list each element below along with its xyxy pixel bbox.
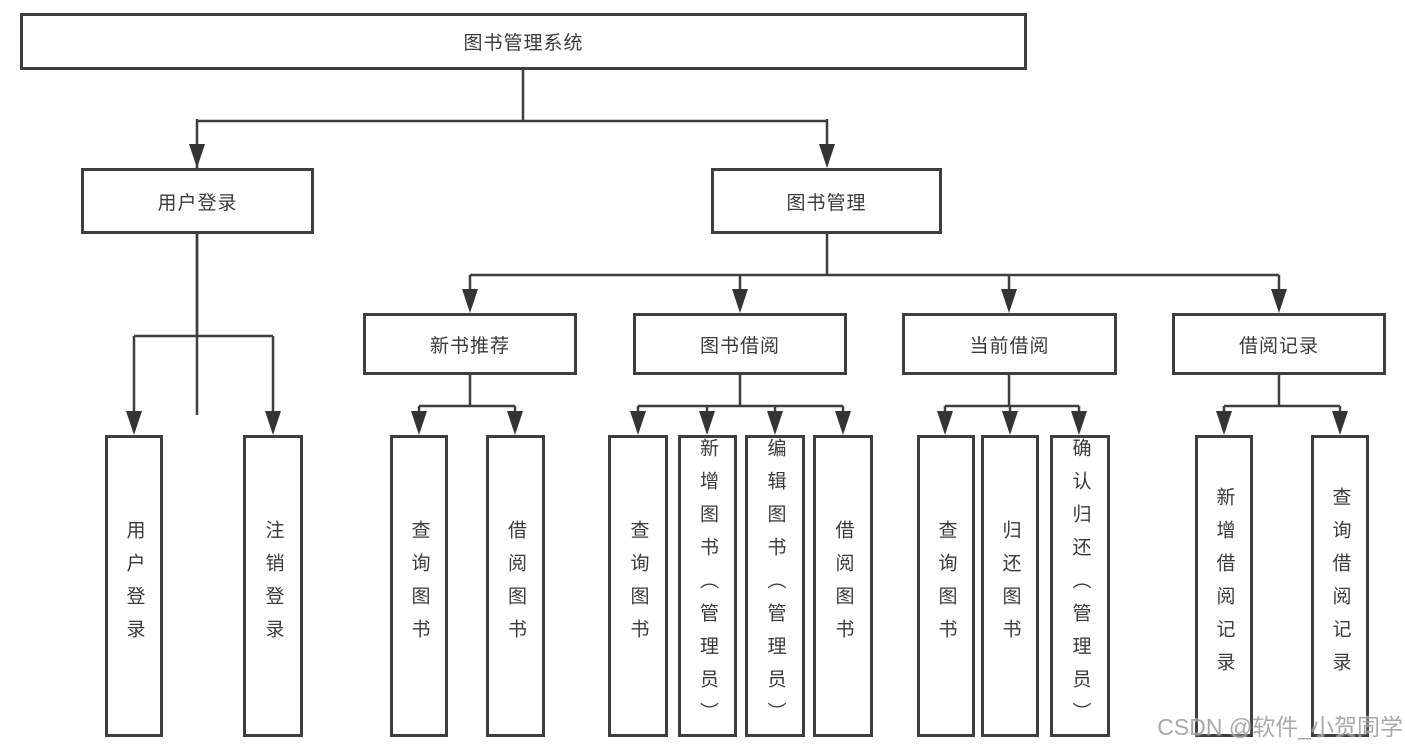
connector-book-management-to-level3 — [462, 234, 1287, 313]
arrowhead-user-login — [189, 144, 205, 168]
node-new-book-recommendation: 新书推荐 — [363, 313, 577, 375]
leaf-user-login-label: 用户登录 — [123, 520, 145, 652]
arrowhead-current-borrow — [1001, 289, 1017, 313]
leaf-query-books-borrowing-label: 查询图书 — [627, 520, 649, 652]
arrowhead-leaf-user-login — [126, 411, 142, 435]
leaf-return-books: 归还图书 — [981, 435, 1039, 737]
node-book-management-label: 图书管理 — [786, 192, 867, 214]
leaf-logout-login: 注销登录 — [243, 435, 303, 737]
leaf-add-borrowing-record-label: 新增借阅记录 — [1213, 487, 1235, 685]
arrowhead-leaf-logout — [265, 411, 281, 435]
arrowhead-book-management — [819, 144, 835, 168]
node-library-management-system: 图书管理系统 — [20, 13, 1027, 70]
node-book-borrowing-label: 图书借阅 — [699, 335, 780, 357]
node-borrowing-records: 借阅记录 — [1172, 313, 1386, 375]
connector-book-borrow-to-leaves — [630, 375, 851, 435]
connector-root-to-level2 — [189, 70, 835, 415]
leaf-logout-login-label: 注销登录 — [262, 520, 284, 652]
leaf-borrow-books: 借阅图书 — [813, 435, 873, 737]
node-book-management: 图书管理 — [711, 168, 942, 234]
leaf-add-borrowing-record: 新增借阅记录 — [1195, 435, 1253, 737]
leaf-query-borrowing-record: 查询借阅记录 — [1311, 435, 1369, 737]
node-book-borrowing: 图书借阅 — [633, 313, 847, 375]
node-borrowing-records-label: 借阅记录 — [1238, 335, 1319, 357]
leaf-query-books-recommendation: 查询图书 — [390, 435, 448, 737]
node-user-login: 用户登录 — [81, 168, 314, 234]
leaf-query-books-borrowing: 查询图书 — [608, 435, 668, 737]
leaf-return-books-label: 归还图书 — [999, 520, 1021, 652]
node-library-management-system-label: 图书管理系统 — [463, 33, 584, 54]
leaf-query-books-recommendation-label: 查询图书 — [408, 520, 430, 652]
leaf-borrow-books-recommendation-label: 借阅图书 — [505, 520, 526, 652]
leaf-query-books-current-label: 查询图书 — [935, 520, 957, 652]
leaf-user-login: 用户登录 — [105, 435, 163, 737]
node-new-book-recommendation-label: 新书推荐 — [429, 335, 510, 357]
connector-new-book-rec-to-leaves — [411, 375, 523, 435]
connector-user-login-to-leaves — [126, 234, 281, 435]
connector-current-borrow-to-leaves — [937, 375, 1087, 435]
connector-borrow-records-to-leaves — [1216, 375, 1348, 435]
leaf-edit-books-admin-label: 编辑图书（管理员） — [764, 437, 786, 735]
leaf-query-books-current: 查询图书 — [917, 435, 975, 737]
arrowhead-borrow-records — [1271, 289, 1287, 313]
leaf-confirm-return-admin-label: 确认归还（管理员） — [1069, 437, 1091, 735]
leaf-borrow-books-label: 借阅图书 — [832, 520, 854, 652]
leaf-add-books-admin-label: 新增图书（管理员） — [697, 437, 718, 735]
node-current-borrowing: 当前借阅 — [902, 313, 1117, 375]
node-user-login-label: 用户登录 — [157, 192, 238, 214]
node-current-borrowing-label: 当前借阅 — [969, 335, 1050, 357]
arrowhead-book-borrow — [732, 289, 748, 313]
leaf-borrow-books-recommendation: 借阅图书 — [486, 435, 545, 737]
leaf-query-borrowing-record-label: 查询借阅记录 — [1329, 487, 1351, 685]
leaf-confirm-return-admin: 确认归还（管理员） — [1050, 435, 1110, 737]
leaf-edit-books-admin: 编辑图书（管理员） — [745, 435, 805, 737]
arrowhead-new-book-rec — [462, 289, 478, 313]
leaf-add-books-admin: 新增图书（管理员） — [678, 435, 737, 737]
